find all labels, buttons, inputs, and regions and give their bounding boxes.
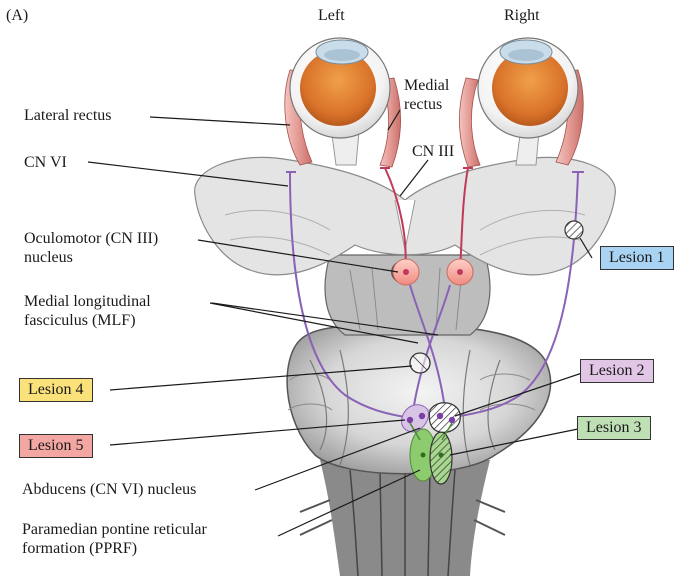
left-eye <box>289 37 391 139</box>
pons <box>286 324 552 475</box>
right-side-label: Right <box>504 7 540 24</box>
mlf-label: Medial longitudinal fasciculus (MLF) <box>24 293 151 329</box>
abducens-nucleus-label: Abducens (CN VI) nucleus <box>22 481 197 498</box>
lesion1-marker <box>564 220 584 240</box>
lesion2-label: Lesion 2 <box>580 359 654 383</box>
left-medial-rectus <box>379 77 401 168</box>
lesion5-label: Lesion 5 <box>19 434 93 458</box>
medial-rectus-label: Medial rectus <box>404 77 450 113</box>
lateral-rectus-label: Lateral rectus <box>24 107 112 124</box>
medulla <box>299 460 506 576</box>
cn-vi-label: CN VI <box>24 154 67 171</box>
abducens-nuclei <box>401 402 461 441</box>
left-side-label: Left <box>318 7 345 24</box>
lesion3-marker <box>429 431 453 485</box>
lesion4-label: Lesion 4 <box>19 378 93 402</box>
oculomotor-nuclei <box>392 258 474 286</box>
oculomotor-nucleus-label: Oculomotor (CN III) nucleus <box>24 230 159 266</box>
panel-label: (A) <box>6 7 29 24</box>
cn-iii-label: CN III <box>412 143 455 160</box>
pprf-label: Paramedian pontine reticular formation (… <box>22 521 207 557</box>
leader-lines <box>87 109 593 537</box>
lesion4-marker <box>409 352 431 374</box>
right-eye <box>477 37 579 139</box>
right-medial-rectus <box>459 77 481 168</box>
lesion1-label: Lesion 1 <box>600 246 674 270</box>
lesion3-label: Lesion 3 <box>577 416 651 440</box>
